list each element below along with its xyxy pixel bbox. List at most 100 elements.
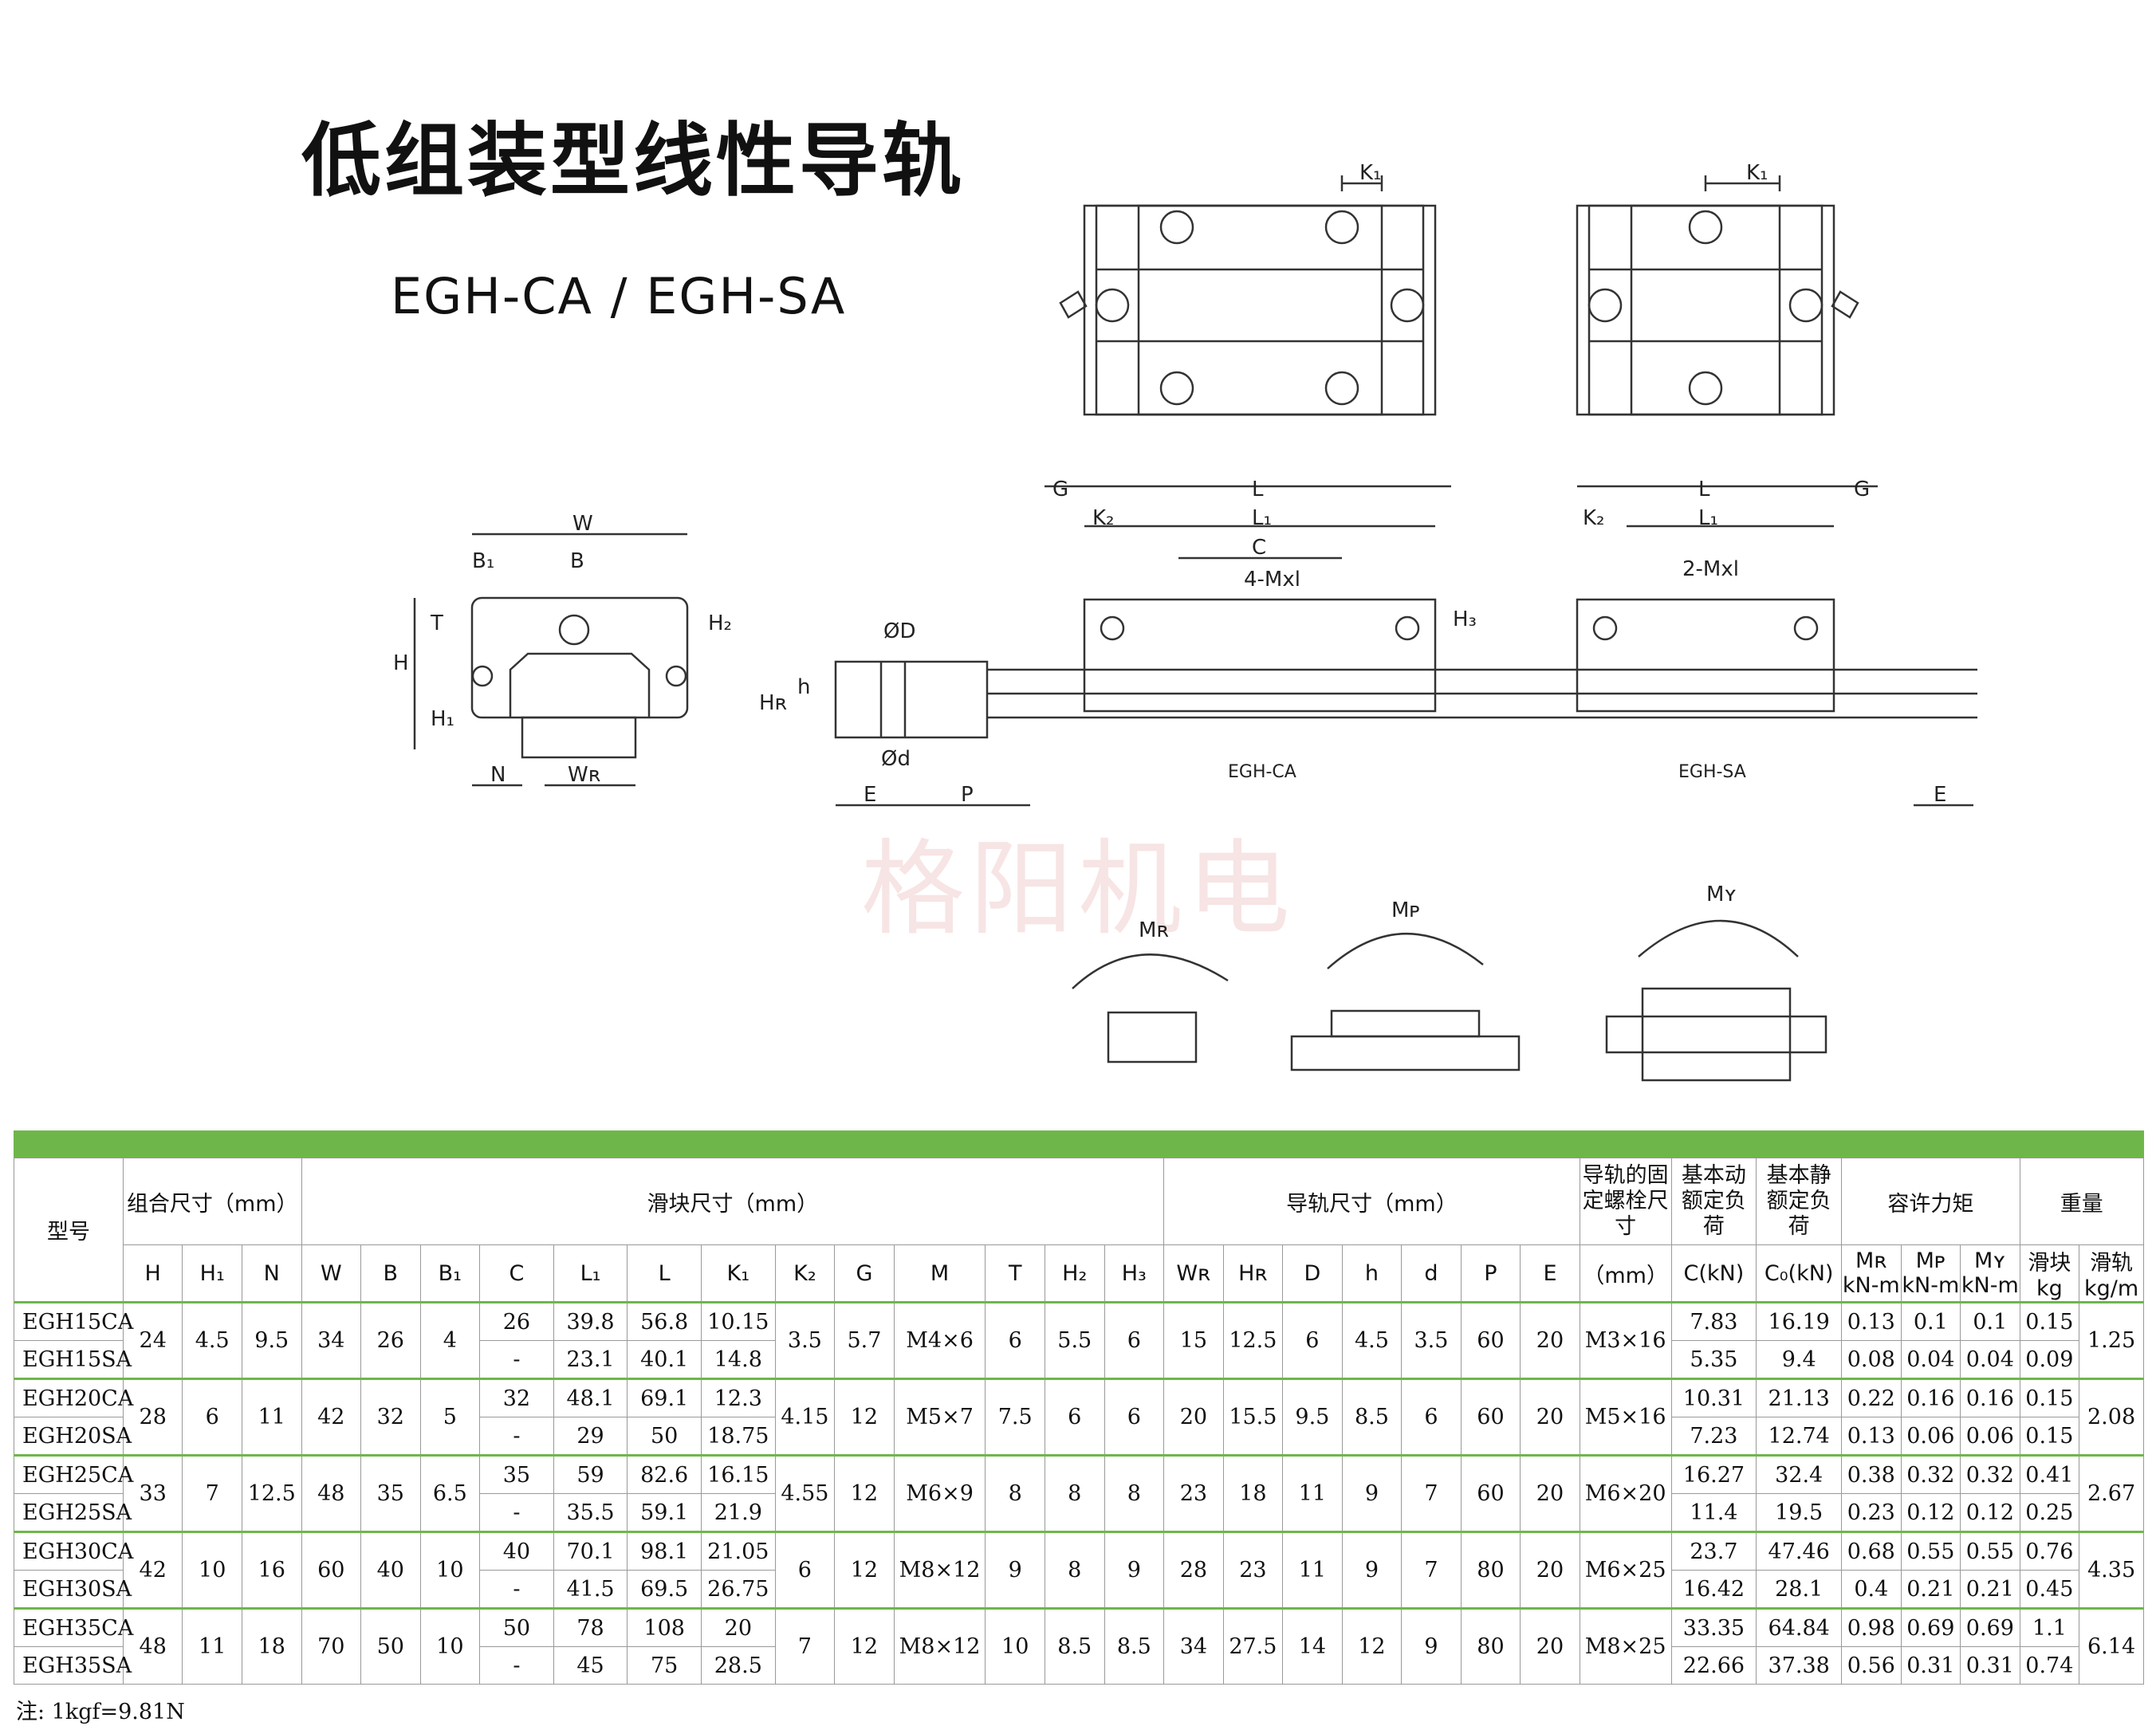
cell-c: -: [479, 1646, 554, 1685]
cell-mp: 0.12: [1900, 1493, 1961, 1532]
svg-text:L₁: L₁: [1252, 506, 1272, 530]
svg-text:B: B: [570, 549, 584, 573]
cell-my: 0.55: [1960, 1531, 2020, 1571]
diagram-labels: K₁ K₁ W B₁ B T H₂ H H₁ N Wʀ G L K₂ L₁ C …: [393, 161, 1946, 942]
col-h3: H₃: [1104, 1244, 1165, 1303]
col-model: 型号: [14, 1158, 124, 1303]
svg-text:K₁: K₁: [1746, 161, 1768, 185]
cell-p: 80: [1460, 1607, 1521, 1685]
svg-text:H₃: H₃: [1453, 607, 1477, 631]
cell-dyn: 7.23: [1670, 1417, 1757, 1456]
cell-n: 12.5: [241, 1454, 302, 1532]
cell-stat: 9.4: [1756, 1340, 1843, 1379]
col-p: P: [1460, 1244, 1521, 1303]
cell-hr: 12.5: [1222, 1301, 1284, 1379]
cell-c: -: [479, 1340, 554, 1379]
svg-text:Ød: Ød: [881, 747, 911, 771]
cell-mp: 0.16: [1900, 1378, 1961, 1417]
svg-text:Wʀ: Wʀ: [568, 763, 600, 787]
svg-text:L₁: L₁: [1698, 506, 1718, 530]
cell-p: 60: [1460, 1454, 1521, 1532]
model-cell: EGH30CA: [14, 1531, 133, 1571]
cell-k1: 12.3: [701, 1378, 776, 1417]
cell-dyn: 11.4: [1670, 1493, 1757, 1532]
moment-diagrams: [1072, 919, 1827, 1082]
col-group-rail: 导轨尺寸（mm）: [1163, 1158, 1580, 1245]
technical-drawings: K₁ K₁ W B₁ B T H₂ H H₁ N Wʀ G L K₂ L₁ C …: [393, 161, 1977, 1082]
cell-stat: 19.5: [1756, 1493, 1843, 1532]
cell-stat: 32.4: [1756, 1454, 1843, 1494]
cell-n: 11: [241, 1378, 302, 1456]
cell-t: 6: [985, 1301, 1045, 1379]
cell-l1: 29: [553, 1417, 628, 1456]
cell-blk: 0.45: [2019, 1570, 2080, 1609]
cell-l: 75: [627, 1646, 702, 1685]
cell-bolt: M6×20: [1579, 1454, 1672, 1532]
cell-l1: 35.5: [553, 1493, 628, 1532]
model-cell: EGH30SA: [14, 1570, 132, 1609]
cell-k2: 3.5: [774, 1301, 836, 1379]
cell-h2: 8.5: [1044, 1607, 1105, 1685]
cell-b1: 6.5: [419, 1454, 481, 1532]
cell-k2: 6: [774, 1531, 836, 1609]
cell-h3: 6: [1104, 1378, 1165, 1456]
cell-k2: 7: [774, 1607, 836, 1685]
svg-text:P: P: [961, 783, 974, 807]
cell-h3: 8: [1104, 1454, 1165, 1532]
cell-stat: 21.13: [1756, 1378, 1843, 1417]
cell-h1: 10: [182, 1531, 242, 1609]
cell-w: 42: [301, 1378, 362, 1456]
cell-h3: 6: [1104, 1301, 1165, 1379]
end-view: [413, 533, 689, 787]
svg-text:Mᴘ: Mᴘ: [1391, 898, 1420, 922]
col-b1: B₁: [419, 1244, 481, 1303]
cell-c: 40: [479, 1531, 554, 1571]
cell-blk: 0.15: [2019, 1301, 2080, 1341]
cell-d: 6: [1282, 1301, 1343, 1379]
cell-l: 50: [627, 1417, 702, 1456]
cell-h: 42: [122, 1531, 183, 1609]
cell-b: 26: [360, 1301, 421, 1379]
cell-rail-weight: 2.67: [2079, 1454, 2144, 1532]
col-c: C: [479, 1244, 554, 1303]
col-l1: L₁: [553, 1244, 628, 1303]
cell-l1: 39.8: [553, 1301, 628, 1341]
cell-m: M6×9: [893, 1454, 986, 1532]
cell-wr: 15: [1163, 1301, 1224, 1379]
cell-h: 9: [1341, 1454, 1403, 1532]
svg-text:H: H: [393, 651, 409, 675]
cell-wr: 34: [1163, 1607, 1224, 1685]
cell-t: 7.5: [985, 1378, 1045, 1456]
col-l: L: [627, 1244, 702, 1303]
model-cell: EGH25CA: [14, 1454, 133, 1494]
top-view-sa: [1576, 175, 1859, 416]
cell-bolt: M8×25: [1579, 1607, 1672, 1685]
cell-wr: 28: [1163, 1531, 1224, 1609]
cell-h: 9: [1341, 1531, 1403, 1609]
model-cell: EGH35CA: [14, 1607, 133, 1647]
cell-mp: 0.32: [1900, 1454, 1961, 1494]
cell-t: 10: [985, 1607, 1045, 1685]
cell-g: 12: [834, 1607, 895, 1685]
svg-text:K₂: K₂: [1583, 506, 1604, 530]
col-wr: Wʀ: [1163, 1244, 1224, 1303]
cell-h3: 9: [1104, 1531, 1165, 1609]
cell-k1: 10.15: [701, 1301, 776, 1341]
table-green-bar: [14, 1130, 2144, 1158]
cell-mp: 0.04: [1900, 1340, 1961, 1379]
cell-h: 28: [122, 1378, 183, 1456]
cell-rail-weight: 1.25: [2079, 1301, 2144, 1379]
cell-rail-weight: 2.08: [2079, 1378, 2144, 1456]
cell-p: 80: [1460, 1531, 1521, 1609]
cell-d: 9: [1401, 1607, 1462, 1685]
svg-text:N: N: [490, 763, 506, 787]
cell-c: 50: [479, 1607, 554, 1647]
col-h-small: h: [1341, 1244, 1403, 1303]
col-c-unit: C(kN): [1670, 1244, 1757, 1303]
